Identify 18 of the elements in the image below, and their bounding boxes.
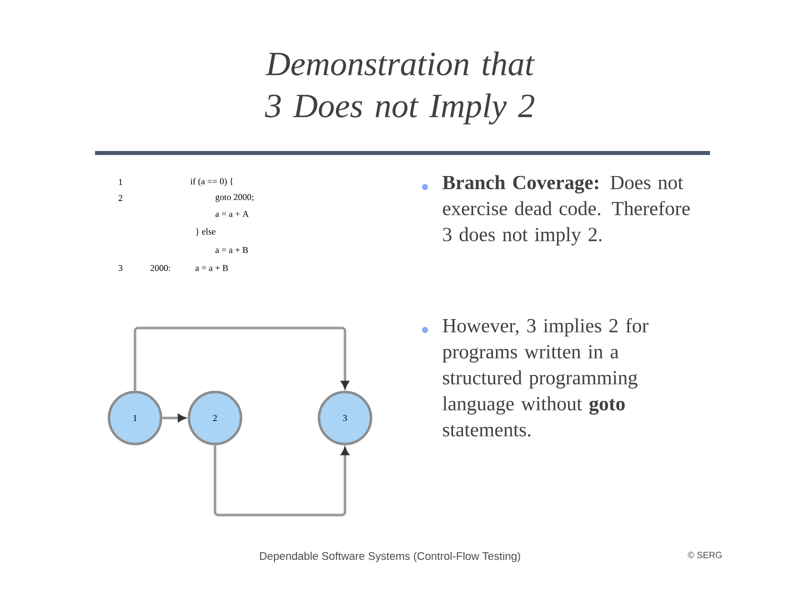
code-text: 3: [118, 264, 122, 272]
code-text: a = a + A: [216, 210, 249, 217]
code-text: if (a == 0) {: [190, 178, 233, 186]
code-text: a = a + B: [196, 265, 228, 271]
arrow: [162, 414, 186, 422]
bullet-text: Branch Coverage: Does not exercise dead code. Therefore 3 does not imply 2.: [442, 175, 690, 246]
code-text: 2: [118, 195, 122, 201]
code-text: 1: [119, 179, 122, 185]
arrow: [214, 445, 349, 516]
code-text: a = a + B: [216, 247, 248, 253]
footer-text: © SERG: [688, 552, 722, 558]
footer-text: Dependable Software Systems (Control-Flow Testing): [260, 552, 520, 562]
bullet-text: However, 3 implies 2 for programs written in a structured programming language without goto statements.: [442, 318, 648, 437]
title: Demonstration that 3 Does not Imply 2: [264, 52, 535, 124]
code-text: } else: [196, 228, 216, 236]
code-text: goto 2000;: [216, 194, 254, 202]
arrow: [134, 326, 349, 391]
code-text: 2000:: [150, 264, 170, 272]
